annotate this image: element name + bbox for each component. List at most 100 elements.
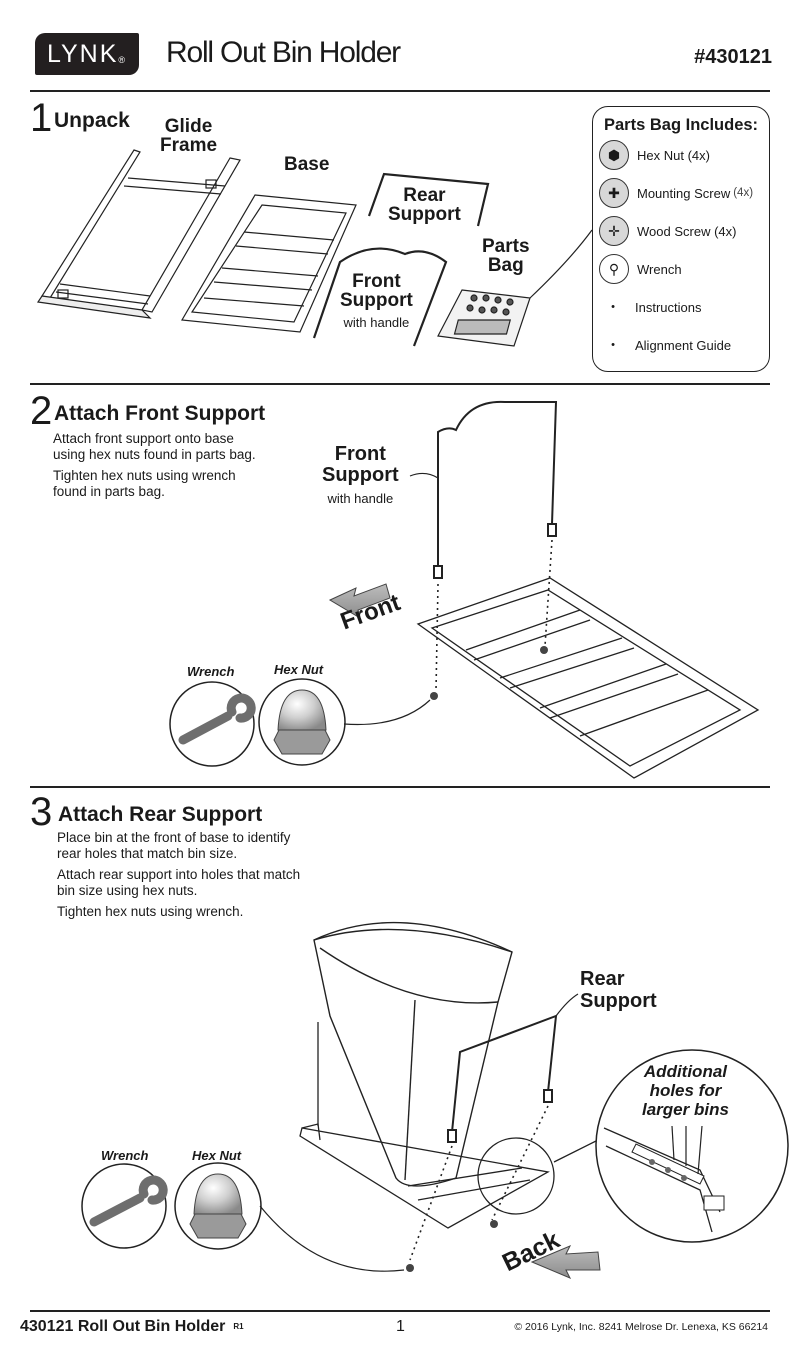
rear-support-assembly-drawing xyxy=(447,1014,558,1143)
bin-drawing xyxy=(313,922,513,1187)
header-divider xyxy=(30,90,770,92)
wrench-label-step2: Wrench xyxy=(187,664,235,679)
wrench-icon xyxy=(178,693,256,745)
wrench-label-step3: Wrench xyxy=(101,1148,149,1163)
parts-item: • Instructions xyxy=(599,291,701,323)
step-3-number: 3 xyxy=(30,790,53,834)
footer-product-name: 430121 Roll Out Bin Holder xyxy=(20,1318,226,1335)
step-3-instructions: Place bin at the front of base to identi… xyxy=(57,830,300,920)
bullet-icon: • xyxy=(611,339,615,351)
footer-divider xyxy=(30,1310,770,1312)
parts-item-label: Instructions xyxy=(635,299,702,315)
detail-connector xyxy=(553,1139,599,1163)
front-support-drawing xyxy=(312,247,448,347)
hex-nut-icon: ⬢ xyxy=(599,140,629,170)
parts-item: ✛ Wood Screw (4x) xyxy=(599,215,736,247)
rear-support-callout: Rear Support xyxy=(580,968,657,1012)
step-3-para1-line1: Place bin at the front of base to identi… xyxy=(57,830,291,845)
additional-holes-line2: holes for xyxy=(649,1081,722,1100)
front-support-callout: Front Support with handle xyxy=(322,444,399,509)
front-support-leader xyxy=(409,472,439,479)
bullet-icon: • xyxy=(611,301,615,313)
footer-copyright: © 2016 Lynk, Inc. 8241 Melrose Dr. Lenex… xyxy=(514,1321,768,1333)
parts-bag-leader xyxy=(529,229,593,299)
product-sku: #430121 xyxy=(694,46,772,68)
parts-bag-label-line2: Bag xyxy=(487,255,524,276)
additional-holes-line1: Additional xyxy=(643,1062,728,1081)
hex-nut-leader-step3 xyxy=(259,1205,405,1272)
dotted-guides-step3 xyxy=(409,1105,549,1261)
front-support-assembly-drawing xyxy=(433,400,558,579)
rear-support-label: Rear Support xyxy=(388,186,461,224)
page-number: 1 xyxy=(396,1318,405,1335)
hex-nut-parts-step3 xyxy=(406,1220,498,1272)
step-1-title: Unpack xyxy=(54,109,130,132)
back-direction-arrow xyxy=(530,1245,601,1279)
front-support-note: with handle xyxy=(343,315,410,330)
glide-frame-drawing xyxy=(36,149,241,319)
parts-bag-label-line1: Parts xyxy=(482,236,530,257)
parts-item-label: Alignment Guide xyxy=(635,337,732,353)
wood-screw-icon: ✛ xyxy=(599,216,629,246)
hex-nut-icon xyxy=(273,689,331,755)
step-3-para3-line1: Tighten hex nuts using wrench. xyxy=(57,904,244,919)
parts-bag-title: Parts Bag Includes: xyxy=(604,116,759,134)
parts-item-label: Wrench xyxy=(637,261,682,277)
hex-nut-label-step2: Hex Nut xyxy=(274,662,324,677)
parts-item: • Alignment Guide xyxy=(599,329,731,361)
hex-nut-icon xyxy=(189,1173,247,1239)
parts-bag-drawing xyxy=(437,289,531,347)
step-1-number: 1 xyxy=(30,96,53,140)
glide-frame-label-line2: Frame xyxy=(160,135,218,156)
step-2-para1-line1: Attach front support onto base xyxy=(53,431,234,446)
step-3-para1-line2: rear holes that match bin size. xyxy=(57,846,238,861)
base-label: Base xyxy=(284,154,330,175)
step-2-para2-line2: found in parts bag. xyxy=(53,484,165,499)
parts-item-label: Mounting Screw xyxy=(637,185,731,201)
step-1-divider xyxy=(30,383,770,385)
rear-support-callout-line1: Rear xyxy=(580,968,625,990)
hex-nut-label-step3: Hex Nut xyxy=(192,1148,242,1163)
parts-bag-label: Parts Bag xyxy=(482,237,530,275)
step-2-instructions: Attach front support onto base using hex… xyxy=(53,431,256,500)
front-support-callout-line1: Front xyxy=(334,443,386,465)
step-2-divider xyxy=(30,786,770,788)
step-2-para1-line2: using hex nuts found in parts bag. xyxy=(53,447,256,462)
footer-product: 430121 Roll Out Bin Holder R1 xyxy=(20,1318,244,1336)
additional-holes-callout: Additional holes for larger bins xyxy=(642,1062,729,1119)
wrench-icon xyxy=(89,1175,168,1227)
rear-support-leader xyxy=(555,993,579,1017)
rear-support-label-line1: Rear xyxy=(403,185,446,206)
front-support-callout-line2: Support xyxy=(322,464,399,486)
parts-item-qty: (4x) xyxy=(733,187,754,199)
trademark-mark: ® xyxy=(118,55,128,65)
step-2-number: 2 xyxy=(30,389,53,433)
front-support-label: Front Support with handle xyxy=(340,272,413,332)
rear-support-label-line2: Support xyxy=(388,204,461,225)
document-title: Roll Out Bin Holder xyxy=(166,36,401,69)
parts-item: ⬢ Hex Nut (4x) xyxy=(599,139,710,171)
footer-revision: R1 xyxy=(233,1322,244,1332)
parts-item: ✚ Mounting Screw (4x) xyxy=(599,177,753,209)
hex-nut-leader-step2 xyxy=(343,699,431,726)
detail-source-circle xyxy=(477,1137,555,1215)
rear-support-callout-line2: Support xyxy=(580,990,657,1012)
front-support-label-line1: Front xyxy=(352,271,401,292)
wrench-icon: ⚲ xyxy=(599,254,629,284)
hex-nut-parts-step2 xyxy=(430,646,548,700)
parts-bag-contents-box: Parts Bag Includes: ⬢ Hex Nut (4x) ✚ Mou… xyxy=(592,106,770,372)
step-3-para2-line2: bin size using hex nuts. xyxy=(57,883,198,898)
parts-item-label: Wood Screw (4x) xyxy=(637,223,737,239)
mounting-screw-icon: ✚ xyxy=(599,178,629,208)
glide-frame-label: Glide Frame xyxy=(160,117,217,155)
front-support-callout-note: with handle xyxy=(327,491,394,506)
parts-item-label: Hex Nut (4x) xyxy=(637,147,710,163)
step-3-para2-line1: Attach rear support into holes that matc… xyxy=(57,867,301,882)
brand-logo: LYNK® xyxy=(35,33,139,75)
glide-frame-label-line1: Glide xyxy=(164,116,213,137)
step-2-title: Attach Front Support xyxy=(54,402,266,425)
front-support-label-line2: Support xyxy=(340,290,413,311)
base-frame-step3 xyxy=(299,1022,550,1229)
parts-item: ⚲ Wrench xyxy=(599,253,682,285)
